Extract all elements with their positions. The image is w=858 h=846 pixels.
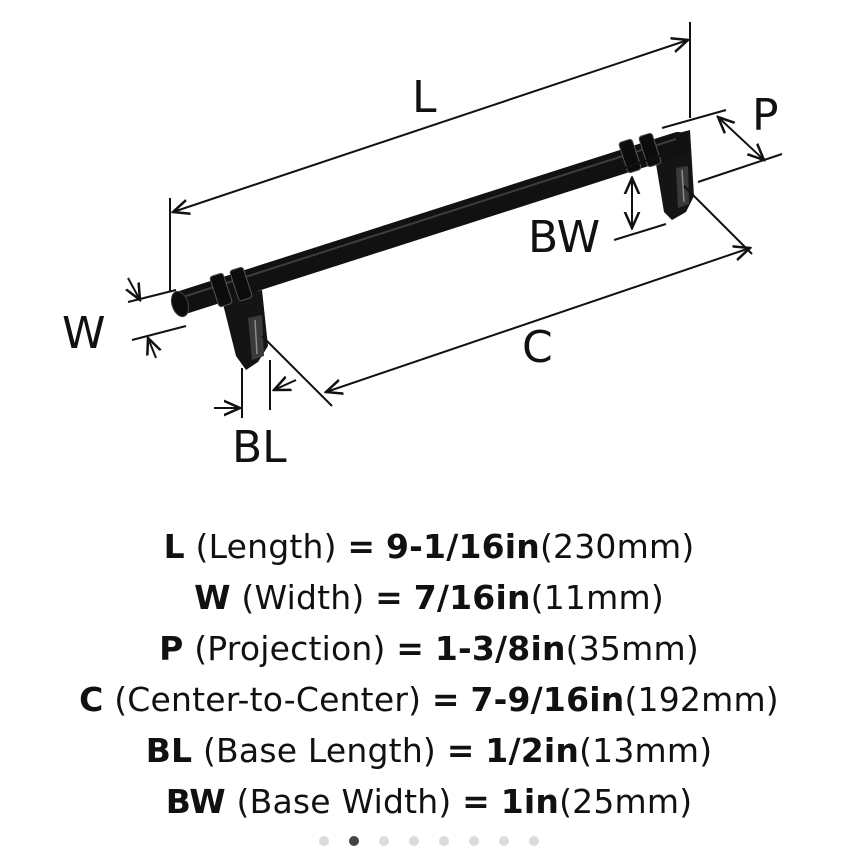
spec-imperial: 7/16in bbox=[413, 578, 531, 617]
spec-code: BL bbox=[145, 731, 193, 770]
cabinet-pull-illustration bbox=[170, 130, 694, 370]
spec-row-length: L (Length) = 9-1/16in(230mm) bbox=[0, 521, 858, 572]
spec-equals: = bbox=[375, 578, 403, 617]
dimension-lines bbox=[128, 22, 783, 418]
spec-name: (Width) bbox=[241, 578, 365, 617]
label-BW: BW bbox=[528, 212, 600, 263]
label-W: W bbox=[62, 308, 106, 359]
carousel-dot[interactable] bbox=[469, 836, 479, 846]
label-P: P bbox=[752, 90, 779, 141]
spec-row-base-length: BL (Base Length) = 1/2in(13mm) bbox=[0, 725, 858, 776]
spec-metric: (13mm) bbox=[579, 731, 713, 770]
spec-name: (Base Length) bbox=[202, 731, 437, 770]
spec-name: (Base Width) bbox=[236, 782, 452, 821]
spec-code: P bbox=[159, 629, 184, 668]
spec-row-base-width: BW (Base Width) = 1in(25mm) bbox=[0, 776, 858, 827]
spec-equals: = bbox=[446, 731, 475, 770]
label-BL: BL bbox=[232, 422, 287, 473]
spec-code: L bbox=[163, 527, 185, 566]
spec-code: BW bbox=[165, 782, 226, 821]
spec-row-projection: P (Projection) = 1-3/8in(35mm) bbox=[0, 623, 858, 674]
spec-metric: (35mm) bbox=[565, 629, 699, 668]
carousel-dot[interactable] bbox=[409, 836, 419, 846]
dimension-diagram: L P BW W C BL bbox=[62, 22, 783, 473]
specifications-list: L (Length) = 9-1/16in(230mm) W (Width) =… bbox=[0, 521, 858, 827]
spec-equals: = bbox=[431, 680, 460, 719]
spec-imperial: 9-1/16in bbox=[385, 527, 540, 566]
spec-metric: (25mm) bbox=[559, 782, 693, 821]
spec-metric: (192mm) bbox=[624, 680, 779, 719]
carousel-dot[interactable] bbox=[319, 836, 329, 846]
carousel-pagination bbox=[0, 836, 858, 846]
carousel-dot[interactable] bbox=[379, 836, 389, 846]
spec-code: C bbox=[79, 680, 104, 719]
carousel-dot[interactable] bbox=[529, 836, 539, 846]
carousel-dot[interactable] bbox=[349, 836, 359, 846]
spec-name: (Length) bbox=[195, 527, 337, 566]
spec-imperial: 7-9/16in bbox=[470, 680, 625, 719]
spec-row-center-to-center: C (Center-to-Center) = 7-9/16in(192mm) bbox=[0, 674, 858, 725]
carousel-dot[interactable] bbox=[439, 836, 449, 846]
spec-equals: = bbox=[462, 782, 490, 821]
spec-equals: = bbox=[396, 629, 425, 668]
spec-row-width: W (Width) = 7/16in(11mm) bbox=[0, 572, 858, 623]
spec-imperial: 1in bbox=[500, 782, 560, 821]
carousel-dot[interactable] bbox=[499, 836, 509, 846]
spec-name: (Center-to-Center) bbox=[114, 680, 422, 719]
spec-metric: (11mm) bbox=[530, 578, 664, 617]
label-C: C bbox=[522, 322, 553, 373]
spec-name: (Projection) bbox=[194, 629, 386, 668]
spec-metric: (230mm) bbox=[539, 527, 695, 566]
label-L: L bbox=[412, 72, 437, 123]
spec-equals: = bbox=[347, 527, 376, 566]
spec-imperial: 1/2in bbox=[485, 731, 580, 770]
spec-code: W bbox=[194, 578, 231, 617]
spec-imperial: 1-3/8in bbox=[434, 629, 566, 668]
